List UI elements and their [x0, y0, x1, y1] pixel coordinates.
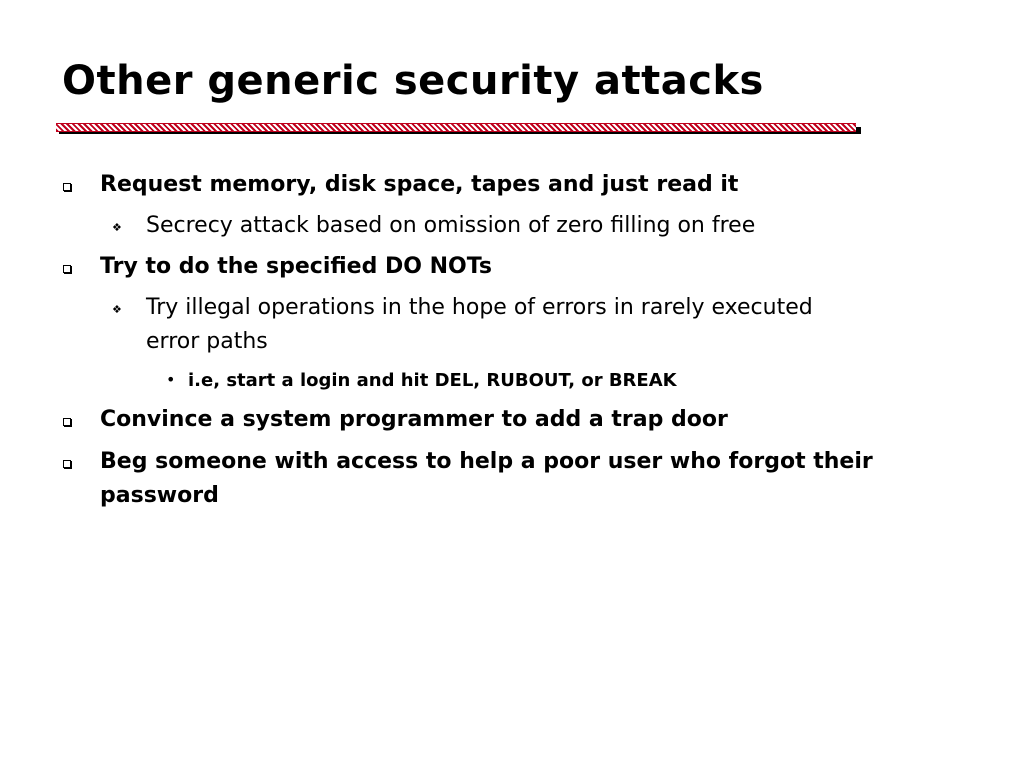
hollow-square-bullet-icon: [63, 183, 71, 191]
hollow-square-bullet-icon: [63, 418, 71, 426]
bullet-level1-text-line2: password: [100, 483, 219, 508]
slide-title: Other generic security attacks: [62, 58, 764, 104]
bullet-level1-text-line1: Beg someone with access to help a poor u…: [100, 449, 873, 474]
bullet-level1-text: Convince a system programmer to add a tr…: [100, 407, 728, 432]
dot-bullet-icon: •: [166, 370, 176, 389]
title-rule: [56, 123, 856, 132]
hollow-square-bullet-icon: [63, 265, 71, 273]
hollow-square-bullet-icon: [63, 460, 71, 468]
bullet-level1-text: Request memory, disk space, tapes and ju…: [100, 172, 739, 197]
bullet-level1-text: Try to do the specified DO NOTs: [100, 254, 492, 279]
diamond-bullet-icon: ❖: [112, 303, 122, 316]
diamond-bullet-icon: ❖: [112, 221, 122, 234]
bullet-level3-text: i.e, start a login and hit DEL, RUBOUT, …: [188, 370, 677, 391]
bullet-level2-text-line1: Try illegal operations in the hope of er…: [146, 295, 813, 320]
bullet-level2-text-line2: error paths: [146, 329, 268, 354]
bullet-level2-text: Secrecy attack based on omission of zero…: [146, 213, 756, 238]
